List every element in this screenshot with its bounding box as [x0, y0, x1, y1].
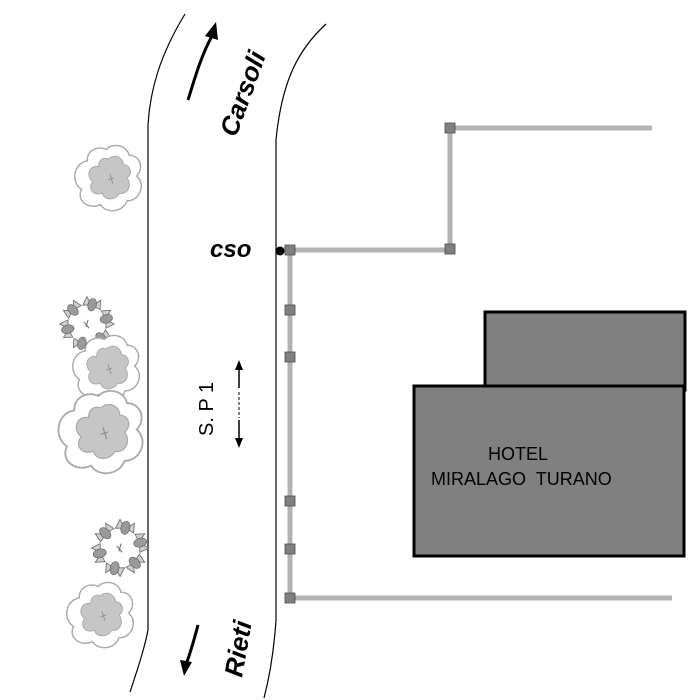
manhole-icon — [444, 122, 456, 134]
tree-icon — [66, 581, 135, 649]
direction-arrow-icon — [180, 624, 200, 676]
tree-icon — [57, 389, 144, 475]
tree-icon — [74, 144, 143, 212]
manhole-icon — [284, 244, 296, 256]
manholes — [284, 122, 456, 604]
road-edge-east — [263, 23, 327, 699]
direction-arrow-icon — [186, 22, 218, 101]
hotel-building — [412, 310, 687, 558]
hotel-label-line2: MIRALAGO TURANO — [431, 469, 612, 489]
manhole-icon — [284, 592, 296, 604]
road-name-label: S. P 1 — [196, 382, 218, 436]
rieti-label: Rieti — [218, 618, 257, 679]
hotel-main — [412, 384, 686, 558]
cso-point-icon — [275, 246, 285, 256]
hotel-annex — [483, 310, 687, 392]
manhole-icon — [444, 243, 456, 255]
manhole-icon — [284, 351, 296, 363]
hotel-label-line1: HOTEL — [488, 444, 548, 464]
cso-label: cso — [210, 236, 251, 263]
manhole-icon — [284, 495, 296, 507]
road-edge-west — [129, 13, 186, 693]
shrub-icon — [90, 518, 150, 578]
carsoli-label: Carsoli — [213, 46, 272, 140]
manhole-icon — [284, 304, 296, 316]
manhole-icon — [284, 543, 296, 555]
road-direction-double-arrow-icon — [235, 360, 243, 448]
